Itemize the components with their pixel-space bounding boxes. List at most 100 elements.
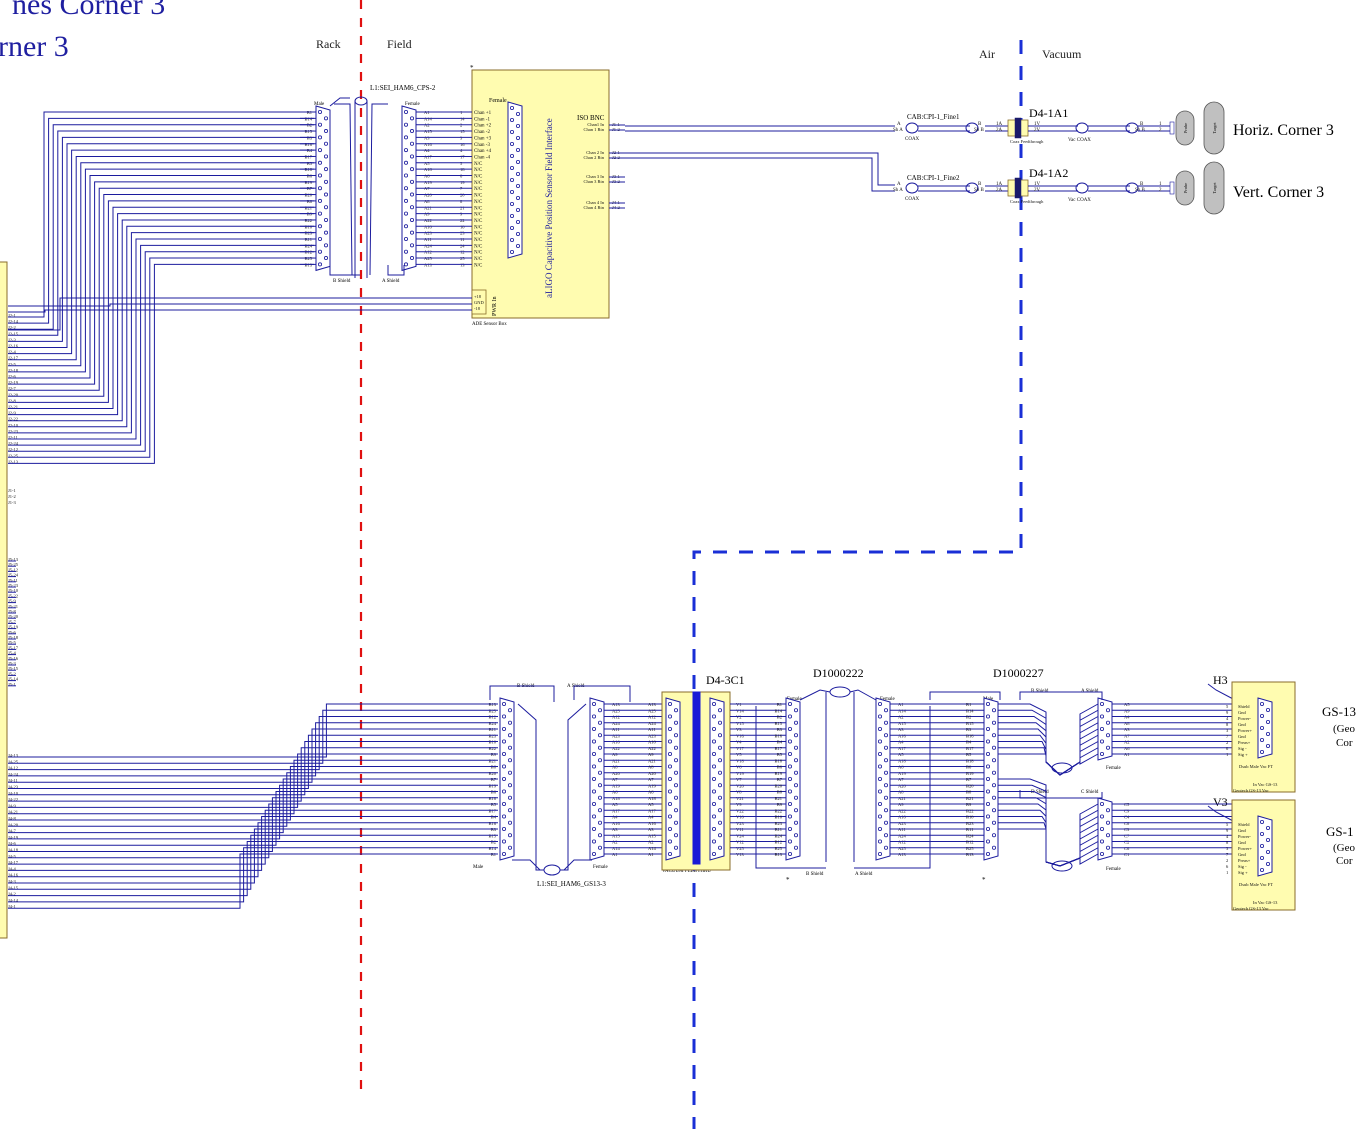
pin-icon	[1260, 868, 1265, 873]
gs13-a-shield-wire	[573, 685, 631, 702]
pin-icon	[884, 770, 889, 775]
pin-icon	[323, 154, 328, 159]
coax-2v-label: 2V	[1034, 188, 1041, 193]
pin-icon	[323, 179, 328, 184]
j2-pin-label: J2-1	[8, 313, 16, 318]
pin-icon	[317, 160, 322, 165]
pin-icon	[403, 122, 408, 127]
pin-icon	[674, 770, 679, 775]
gs13-a-pin-label: A20	[648, 771, 656, 776]
pin-icon	[986, 739, 991, 744]
sensor-box-dot: *	[470, 64, 474, 72]
pin-icon	[501, 814, 506, 819]
seis-1-sub2: Cor	[1336, 737, 1353, 749]
pin-icon	[409, 243, 414, 248]
pin-icon	[788, 802, 793, 807]
seis-pin-label: Gnd	[1238, 734, 1246, 739]
pin-icon	[516, 219, 521, 224]
pin-icon	[509, 225, 514, 230]
pin-icon	[409, 116, 414, 121]
seis-pin-label: Power-	[1238, 716, 1251, 721]
seis-dsub-connector	[1257, 815, 1273, 877]
coax-sh-b-label: Sh B	[974, 188, 985, 193]
j2-pin-label: J2-17	[8, 356, 19, 361]
cps-b-wire	[8, 225, 314, 428]
d222-bundle-wire	[849, 689, 877, 701]
pin-icon	[1260, 856, 1265, 861]
cps-b-wire	[8, 143, 314, 348]
pin-icon	[323, 167, 328, 172]
pin-icon	[674, 808, 679, 813]
pin-icon	[668, 852, 673, 857]
v3-shield-wire	[1207, 805, 1236, 823]
j1-pin-label: J1-1	[8, 488, 16, 493]
d227-b-pin-label: B19	[966, 771, 974, 776]
gs13-b-wire	[8, 847, 498, 903]
pin-icon	[1100, 839, 1105, 844]
pin-icon	[986, 789, 991, 794]
gs13-a-pin-label: A4	[648, 815, 654, 820]
cps-chan-label: N/C	[474, 162, 483, 167]
pin-icon	[884, 833, 889, 838]
pin-icon	[884, 720, 889, 725]
pin-icon	[712, 702, 717, 707]
pin-icon	[992, 833, 997, 838]
j5-pin-label: J5-18	[8, 635, 19, 640]
d227-top-branch-wire	[998, 747, 1099, 776]
target-label: Target	[1212, 182, 1217, 194]
cps-a-shield: A Shield	[382, 279, 400, 284]
j4-pin-label: J4-13	[8, 753, 19, 758]
pin-icon	[507, 783, 512, 788]
cps-b-wire	[8, 136, 314, 342]
gs13-b-wire	[8, 841, 498, 897]
gs13-bundle-wire	[512, 859, 541, 871]
pin-icon	[509, 189, 514, 194]
seis-inner-label: Dsub Male Vac FT	[1239, 882, 1273, 887]
pin-icon	[516, 159, 521, 164]
pin-icon	[794, 820, 799, 825]
d222-b-pin-label: B24	[774, 833, 782, 838]
pin-icon	[1106, 720, 1111, 725]
pin-icon	[788, 764, 793, 769]
pin-icon	[668, 827, 673, 832]
pin-icon	[986, 802, 991, 807]
pin-icon	[1100, 739, 1105, 744]
cps-b-wire	[8, 117, 314, 324]
j5-pin-label: J5-24	[8, 573, 19, 578]
cps-b-wire	[8, 244, 314, 446]
seis-2-id: V3	[1213, 795, 1228, 809]
coax-1-cable: CAB:CPI-1_Fine1	[907, 113, 960, 121]
seis-2-sub2: Cor	[1336, 855, 1353, 867]
seis-1-sub1: (Geo	[1333, 723, 1355, 735]
pin-icon	[878, 764, 883, 769]
seis-2-title: GS-1	[1326, 824, 1353, 839]
pin-icon	[884, 708, 889, 713]
cps-b-wire	[8, 219, 314, 422]
coax-1-label: 1	[1159, 122, 1162, 127]
power-wire	[8, 297, 472, 331]
gs13-b-wire	[8, 766, 498, 821]
pin-icon	[1260, 714, 1265, 719]
j5-pin-label: J5-21	[8, 604, 18, 609]
seis-dsub-connector	[1257, 697, 1273, 759]
pin-icon	[878, 752, 883, 757]
pin-icon	[509, 165, 514, 170]
d227-b-pin-label: B20	[966, 783, 974, 788]
cps-female-label: Female	[405, 102, 420, 107]
j4-pin-label: J4-24	[8, 772, 19, 777]
j2-pin-label: J2-6	[8, 374, 16, 379]
d222-female-left: Female	[787, 697, 802, 702]
pin-icon	[718, 745, 723, 750]
pin-icon	[1106, 708, 1111, 713]
pin-icon	[598, 808, 603, 813]
seis-pin-number: 6	[1226, 746, 1229, 751]
pin-icon	[992, 808, 997, 813]
d227-b-pin-label: B12	[966, 840, 974, 845]
air-label: Air	[979, 47, 995, 61]
pin-icon	[986, 727, 991, 732]
seis-pin-number: 1	[1226, 870, 1228, 875]
gs13-bundle-wire	[560, 703, 587, 871]
pin-icon	[992, 845, 997, 850]
d222-b-pin-label: B21	[774, 796, 782, 801]
pin-icon	[516, 124, 521, 129]
